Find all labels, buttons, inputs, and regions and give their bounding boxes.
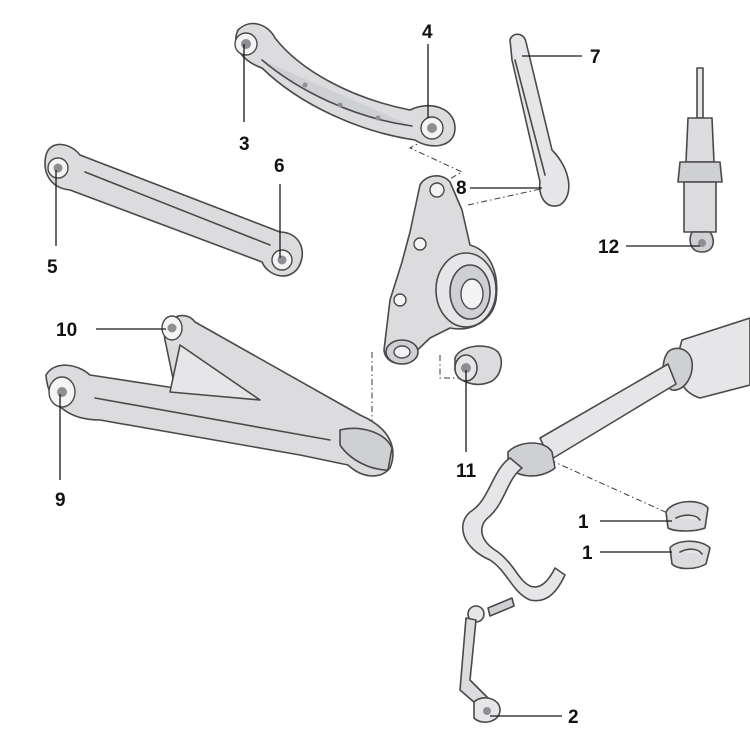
callout-1-lower: 1 [582,543,593,564]
callout-5: 5 [47,257,58,278]
leader-lines [55,44,700,717]
upright-strut-bar [509,33,570,207]
callout-3: 3 [239,134,250,155]
shock-absorber [677,67,723,253]
straight-track-link [44,143,304,277]
callout-2: 2 [568,707,579,728]
callout-10: 10 [56,320,77,341]
wheel-bearing-housing [383,175,498,365]
callout-4: 4 [422,22,433,43]
lower-wishbone [45,314,394,477]
callout-6: 6 [274,156,285,177]
callout-8: 8 [456,178,467,199]
coupling-rod [459,597,515,723]
callout-1-upper: 1 [578,512,589,533]
callout-7: 7 [590,47,601,68]
anti-roll-bar [461,317,750,602]
callout-12: 12 [598,237,619,258]
callout-9: 9 [55,490,66,511]
bonded-rubber-bush [454,345,502,386]
upper-curved-control-arm [234,22,456,147]
callout-11: 11 [456,461,477,482]
anti-roll-bar-bushes [665,500,711,570]
